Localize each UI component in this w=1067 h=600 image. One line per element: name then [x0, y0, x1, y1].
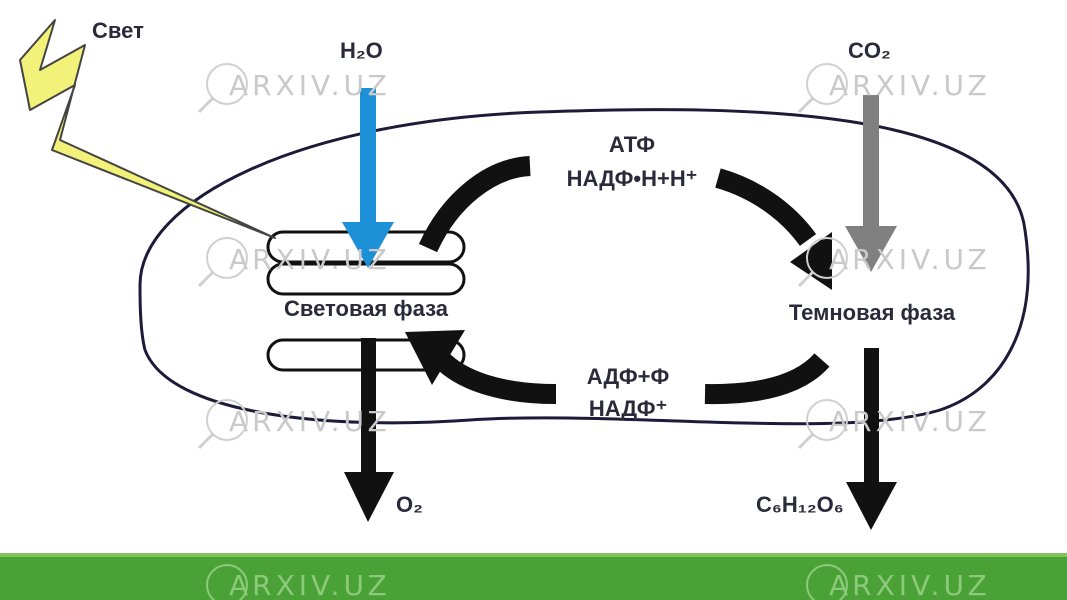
- oxygen-arrow: [344, 338, 394, 522]
- nadph-label: НАДФ•Н+Н⁺: [567, 166, 698, 191]
- water-arrow: [342, 88, 394, 268]
- glucose-label: C₆H₁₂O₆: [756, 492, 844, 517]
- nadp-label: НАДФ⁺: [589, 396, 667, 421]
- watermark-text: ARXIV.UZ: [229, 405, 391, 438]
- chloroplast-outline: [138, 108, 1030, 426]
- atp-transfer-arrow: [418, 156, 832, 290]
- watermark-group: ARXIV.UZ ARXIV.UZ ARXIV.UZ ARXIV.UZ ARXI…: [197, 63, 991, 450]
- watermark-text: ARXIV.UZ: [829, 69, 991, 102]
- adp-label: АДФ+Ф: [587, 364, 670, 389]
- co2-label: CO₂: [848, 38, 891, 63]
- glucose-arrow: [846, 348, 897, 530]
- footer-watermarks: ARXIV.UZ ARXIV.UZ: [206, 564, 991, 600]
- watermark-text: ARXIV.UZ: [229, 69, 391, 102]
- footer-bar: ARXIV.UZ ARXIV.UZ: [0, 553, 1067, 600]
- dark-phase-label: Темновая фаза: [789, 300, 956, 325]
- light-phase-label: Световая фаза: [284, 296, 449, 321]
- atp-label: АТФ: [609, 132, 655, 157]
- watermark-text: ARXIV.UZ: [829, 243, 991, 276]
- adp-return-arrow: [405, 330, 830, 405]
- light-bolt-icon: [19, 19, 276, 239]
- light-label: Свет: [92, 18, 144, 43]
- watermark-text: ARXIV.UZ: [829, 405, 991, 438]
- o2-label: O₂: [396, 492, 423, 517]
- h2o-label: H₂O: [340, 38, 383, 63]
- watermark-text: ARXIV.UZ: [229, 243, 391, 276]
- watermark-text: ARXIV.UZ: [229, 569, 391, 600]
- watermark-text: ARXIV.UZ: [829, 569, 991, 600]
- co2-arrow: [845, 95, 897, 272]
